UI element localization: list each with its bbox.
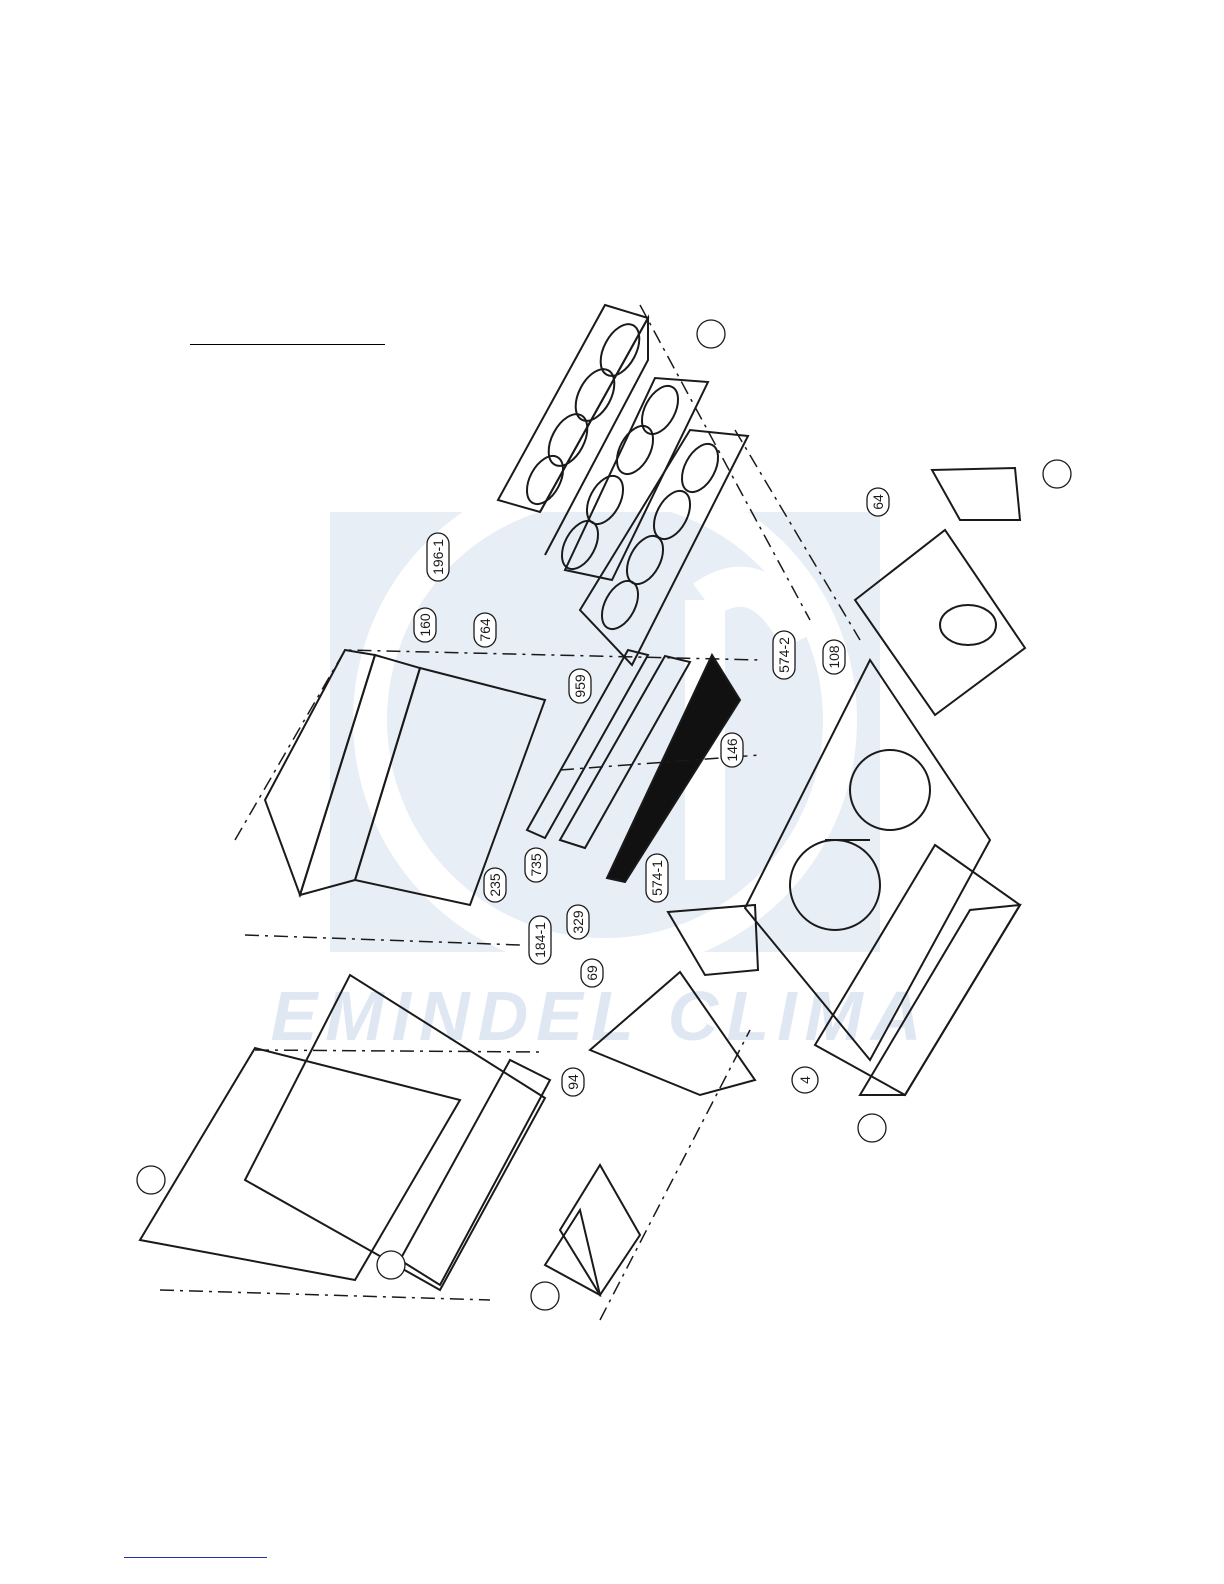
drain-tray-part <box>545 1165 640 1295</box>
callout-label: 4 <box>797 1076 813 1084</box>
callout-4: 4 <box>792 1067 818 1093</box>
callout-label: 574-2 <box>776 637 792 673</box>
callout-label: 574-1 <box>649 860 665 896</box>
callout-94: 94 <box>562 1068 584 1096</box>
callout-64: 64 <box>867 488 889 516</box>
callout-574-1: 574-1 <box>646 854 668 902</box>
watermark-text: EMINDEL CLIMA <box>271 977 930 1055</box>
callout-label: 959 <box>572 674 588 698</box>
callout-label: 94 <box>565 1074 581 1090</box>
callout-764: 764 <box>474 613 496 647</box>
callout-574-2: 574-2 <box>773 631 795 679</box>
callout-196-1: 196-1 <box>427 533 449 581</box>
callout-label: 235 <box>487 873 503 897</box>
callout-160: 160 <box>414 608 436 642</box>
callout-blank <box>858 1114 886 1142</box>
callout-blank <box>1043 460 1071 488</box>
callout-label: 146 <box>724 738 740 762</box>
callout-label: 196-1 <box>430 539 446 575</box>
callout-blank <box>531 1282 559 1310</box>
callout-blank <box>377 1251 405 1279</box>
callout-146: 146 <box>721 733 743 767</box>
callout-blank <box>137 1166 165 1194</box>
callout-959: 959 <box>569 669 591 703</box>
callout-label: 735 <box>528 853 544 877</box>
callout-735: 735 <box>525 848 547 882</box>
footer-link-rule <box>124 1557 267 1558</box>
callout-label: 184-1 <box>532 922 548 958</box>
callout-69: 69 <box>581 959 603 987</box>
callout-label: 69 <box>584 965 600 981</box>
callout-label: 764 <box>477 618 493 642</box>
callout-329: 329 <box>567 905 589 939</box>
callout-235: 235 <box>484 868 506 902</box>
callout-label: 108 <box>826 645 842 669</box>
callout-label: 329 <box>570 910 586 934</box>
callout-184-1: 184-1 <box>529 916 551 964</box>
callout-blank <box>697 320 725 348</box>
callout-label: 160 <box>417 613 433 637</box>
callout-label: 64 <box>870 494 886 510</box>
callout-108: 108 <box>823 640 845 674</box>
